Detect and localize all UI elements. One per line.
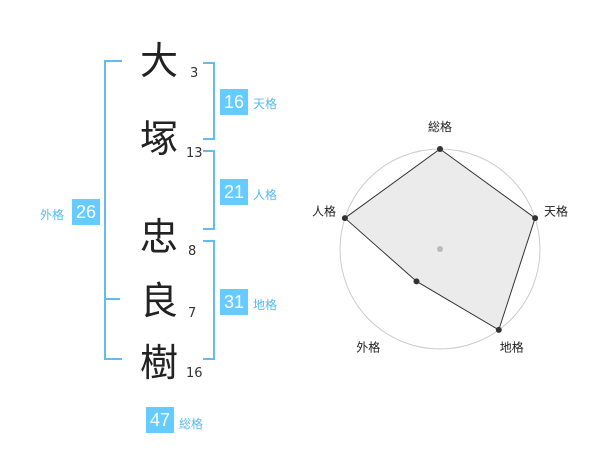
radar-point bbox=[437, 146, 443, 152]
stroke-count: 7 bbox=[188, 306, 197, 321]
radar-center-dot bbox=[437, 246, 443, 252]
tenkaku-badge: 16 bbox=[220, 89, 248, 115]
chikaku-label: 地格 bbox=[253, 298, 278, 312]
tenkaku-label: 天格 bbox=[253, 97, 278, 111]
name-character: 塚 bbox=[139, 117, 178, 161]
soukaku-badge: 47 bbox=[146, 407, 174, 433]
radar-point bbox=[495, 326, 502, 333]
name-character: 良 bbox=[139, 279, 178, 323]
radar-axis-label: 総格 bbox=[428, 119, 452, 134]
radar-axis-label: 天格 bbox=[544, 203, 568, 218]
radar-axis-label: 外格 bbox=[356, 340, 380, 355]
name-character: 樹 bbox=[139, 341, 178, 385]
jinkaku-bracket bbox=[203, 150, 215, 230]
stroke-count: 16 bbox=[186, 366, 203, 381]
jinkaku-label: 人格 bbox=[253, 188, 278, 202]
radar-point bbox=[532, 215, 539, 222]
stroke-count: 3 bbox=[190, 66, 199, 81]
gaikaku-bracket bbox=[104, 60, 122, 360]
name-character: 忠 bbox=[139, 215, 178, 259]
name-character: 大 bbox=[139, 39, 178, 83]
radar-point bbox=[341, 215, 348, 222]
gaikaku-label: 外格 bbox=[40, 208, 65, 222]
chikaku-bracket bbox=[203, 240, 215, 360]
radar-axis-label: 地格 bbox=[500, 340, 524, 355]
gaikaku-badge: 26 bbox=[72, 199, 100, 225]
jinkaku-badge: 21 bbox=[220, 179, 248, 205]
radar-axis-label: 人格 bbox=[312, 203, 336, 218]
stroke-count: 13 bbox=[186, 146, 203, 161]
soukaku-label: 総格 bbox=[179, 417, 204, 431]
radar-polygon bbox=[344, 148, 536, 331]
stroke-count: 8 bbox=[188, 244, 197, 259]
chikaku-badge: 31 bbox=[220, 289, 248, 315]
gaikaku-bracket-tick bbox=[104, 298, 120, 300]
radar-point bbox=[413, 278, 420, 285]
tenkaku-bracket bbox=[203, 62, 215, 140]
